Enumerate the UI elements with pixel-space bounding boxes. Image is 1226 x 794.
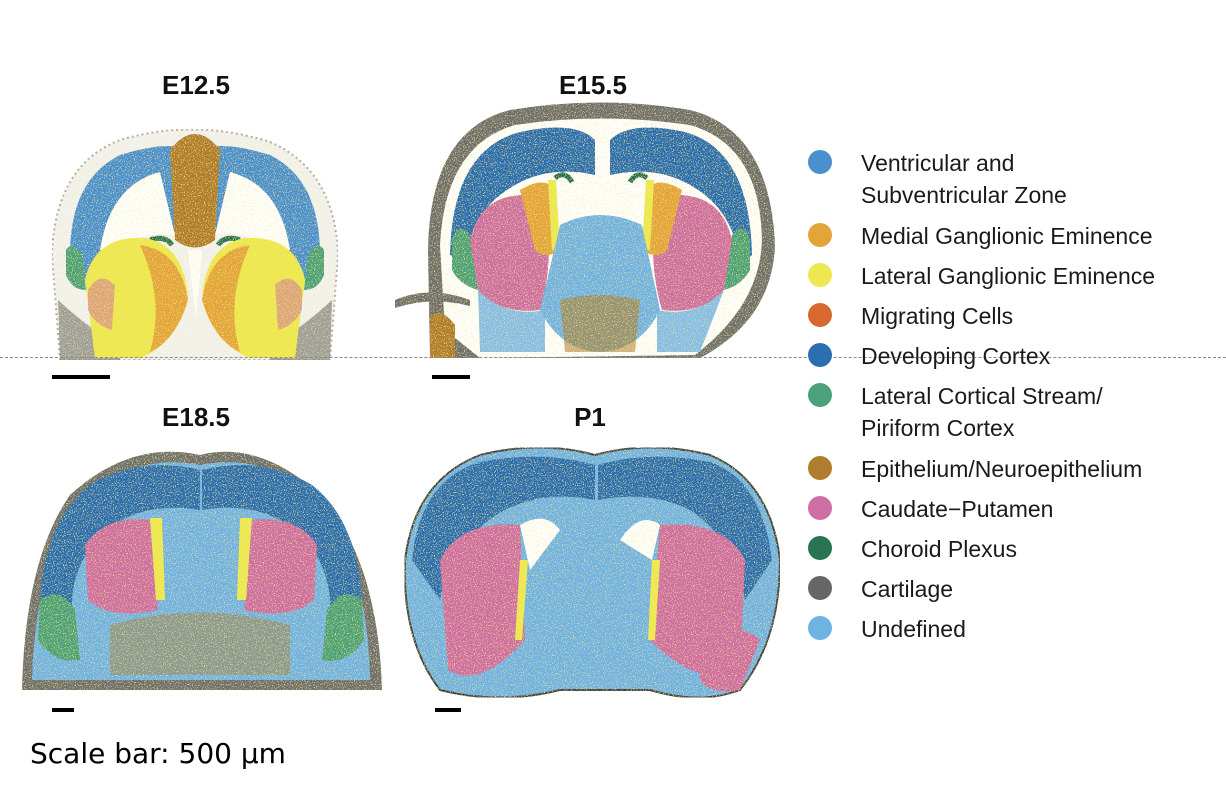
legend-dot-icon: [808, 150, 832, 174]
legend-label: Lateral Ganglionic Eminence: [861, 263, 1156, 289]
section-e12-5: [50, 128, 340, 361]
panel-title-e15-5: E15.5: [559, 70, 627, 100]
legend-label: Lateral Cortical Stream/ Piriform Cortex: [861, 383, 1103, 441]
legend-dot-icon: [808, 223, 832, 247]
legend-label: Cartilage: [861, 576, 954, 602]
legend-item-mge: Medial Ganglionic Eminence: [808, 220, 1218, 252]
legend-label: Ventricular and Subventricular Zone: [861, 150, 1067, 208]
e12-5-neuroepithelium: [170, 134, 220, 248]
panel-title-p1: P1: [574, 402, 606, 432]
legend-dot-icon: [808, 496, 832, 520]
legend-dot-icon: [808, 263, 832, 287]
panel-title-e12-5: E12.5: [162, 70, 230, 100]
e18-5-cortex: [40, 465, 362, 610]
legend-dot-icon: [808, 536, 832, 560]
e15-5-choroid-plexus: [553, 172, 649, 184]
legend-label: Migrating Cells: [861, 303, 1014, 329]
legend-item-developing-cortex: Developing Cortex: [808, 340, 1218, 372]
legend-label: Caudate−Putamen: [861, 496, 1054, 522]
legend-item-cartilage: Cartilage: [808, 573, 1218, 605]
section-e18-5: [22, 451, 382, 690]
legend-dot-icon: [808, 456, 832, 480]
legend-item-choroid-plexus: Choroid Plexus: [808, 533, 1218, 565]
e12-5-ventricle: [100, 172, 290, 320]
e15-5-undefined-lower: [478, 290, 724, 352]
e12-5-choroid-plexus: [149, 235, 241, 247]
e15-5-lower-cartilage: [395, 292, 470, 308]
legend-item-vz-svz: Ventricular and Subventricular Zone: [808, 147, 1218, 211]
e12-5-cartilage: [58, 300, 332, 360]
legend-label: Medial Ganglionic Eminence: [861, 223, 1153, 249]
e12-5-caudate: [88, 278, 302, 330]
legend-label: Epithelium/Neuroepithelium: [861, 456, 1143, 482]
row-divider: [0, 357, 1226, 358]
legend-label: Undefined: [861, 616, 966, 642]
section-e15-5: [395, 102, 775, 358]
p1-ventricle: [520, 518, 660, 570]
scale-bar-caption: Scale bar: 500 μm: [30, 737, 286, 770]
e15-5-migrating-band: [430, 312, 455, 358]
scale-bar-e18-5: [52, 708, 74, 712]
e18-5-caudate: [85, 519, 317, 614]
e12-5-ge: [85, 237, 305, 358]
p1-cortex: [412, 456, 772, 600]
e18-5-epithelium: [110, 612, 290, 675]
e15-5-cortex: [450, 127, 752, 265]
e12-5-mge: [140, 245, 250, 352]
e18-5-lge-strip: [150, 518, 252, 600]
e15-5-epithelium: [560, 295, 640, 352]
legend-item-lge: Lateral Ganglionic Eminence: [808, 260, 1218, 292]
e12-5-vz-svz: [70, 146, 320, 280]
legend-label: Choroid Plexus: [861, 536, 1017, 562]
scale-bar-p1: [435, 708, 461, 712]
legend-item-lcs-piriform: Lateral Cortical Stream/ Piriform Cortex: [808, 380, 1218, 444]
section-p1: [403, 446, 782, 699]
panel-title-e18-5: E18.5: [162, 402, 230, 432]
e18-5-lcs: [38, 594, 364, 661]
legend-dot-icon: [808, 383, 832, 407]
legend-item-epithelium: Epithelium/Neuroepithelium: [808, 453, 1218, 485]
legend-dot-icon: [808, 343, 832, 367]
legend-dot-icon: [808, 576, 832, 600]
legend-label: Developing Cortex: [861, 343, 1051, 369]
legend-item-migrating-cells: Migrating Cells: [808, 300, 1218, 332]
p1-lcs: [700, 630, 760, 692]
legend-item-caudate-putamen: Caudate−Putamen: [808, 493, 1218, 525]
legend-item-undefined: Undefined: [808, 613, 1218, 645]
legend-dot-icon: [808, 303, 832, 327]
scale-bar-e12-5: [52, 375, 110, 379]
scale-bar-e15-5: [432, 375, 470, 379]
legend: Ventricular and Subventricular Zone Medi…: [808, 147, 1218, 645]
legend-dot-icon: [808, 616, 832, 640]
